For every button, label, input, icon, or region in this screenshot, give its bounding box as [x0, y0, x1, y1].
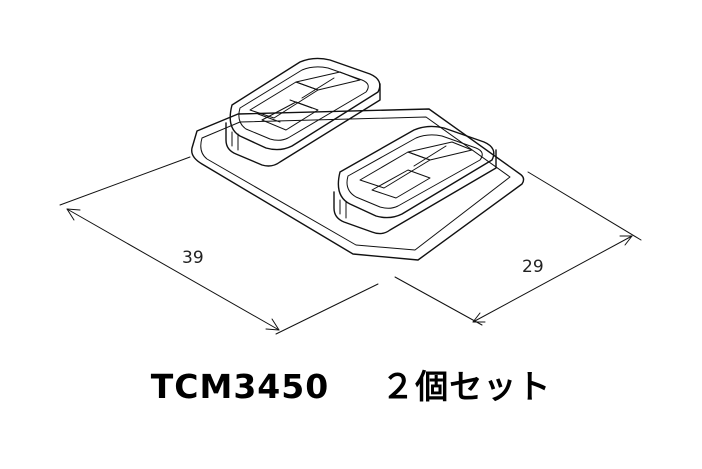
- base-plate: [191, 108, 525, 261]
- dimension-29: [394, 171, 642, 326]
- set-quantity-label: ２個セット: [381, 367, 552, 406]
- dimension-39: [59, 156, 379, 335]
- model-number: TCM3450: [150, 367, 330, 406]
- dimension-length-label: 39: [182, 248, 204, 268]
- upper-grommet: [225, 57, 381, 167]
- dimension-width-label: 29: [522, 257, 544, 277]
- product-caption: TCM3450 ２個セット: [0, 360, 702, 408]
- lower-grommet: [333, 125, 497, 235]
